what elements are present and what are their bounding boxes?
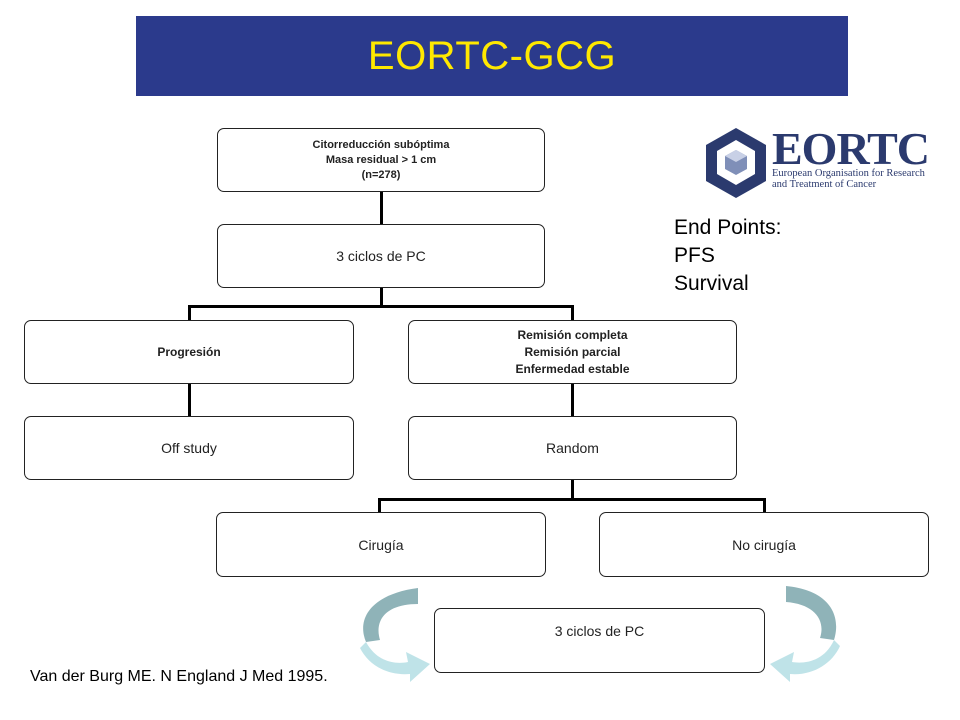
eortc-cube-icon	[706, 128, 766, 198]
logo-subtitle: European Organisation for Research and T…	[772, 168, 925, 190]
induction-node: 3 ciclos de PC	[217, 224, 545, 288]
response-node: Remisión completa Remisión parcial Enfer…	[408, 320, 737, 384]
surgery-node: Cirugía	[216, 512, 546, 577]
left-curved-arrow-icon	[360, 588, 430, 682]
off-study-node: Off study	[24, 416, 354, 480]
connector-line	[188, 384, 191, 416]
connector-line	[571, 384, 574, 416]
connector-line	[571, 305, 574, 321]
citation: Van der Burg ME. N England J Med 1995.	[30, 668, 328, 685]
title-banner: EORTC-GCG	[136, 16, 848, 96]
progression-node: Progresión	[24, 320, 354, 384]
right-curved-arrow-icon	[770, 586, 840, 682]
logo-wordmark: EORTC	[772, 123, 930, 174]
endpoint-item: Survival	[674, 272, 749, 295]
connector-line	[380, 288, 383, 306]
eortc-logo: EORTC European Organisation for Research…	[704, 118, 930, 204]
endpoint-item: PFS	[674, 244, 715, 267]
connector-line	[378, 498, 766, 501]
root-node: Citorreducción subóptima Masa residual >…	[217, 128, 545, 192]
consolidation-node: 3 ciclos de PC	[434, 608, 765, 673]
connector-line	[378, 498, 381, 513]
connector-line	[188, 305, 574, 308]
connector-line	[571, 480, 574, 500]
connector-line	[763, 498, 766, 513]
endpoints-label: End Points:	[674, 216, 782, 239]
connector-line	[188, 305, 191, 321]
page-title: EORTC-GCG	[367, 33, 617, 78]
no-surgery-node: No cirugía	[599, 512, 929, 577]
connector-line	[380, 192, 383, 224]
random-node: Random	[408, 416, 737, 480]
endpoints-block: End Points: PFS Survival	[674, 214, 781, 298]
